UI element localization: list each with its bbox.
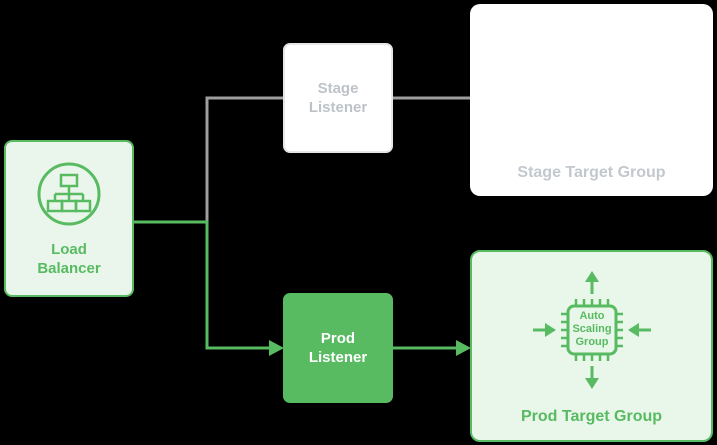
auto-scaling-group: Auto Scaling Group [532, 270, 652, 390]
scale-up-arrow-icon [585, 271, 599, 294]
prod-listener-label: Prod Listener [308, 329, 368, 367]
stage-target-group-node: Stage Target Group [470, 4, 713, 196]
stage-listener-label: Stage Listener [308, 79, 368, 117]
stage-listener-node: Stage Listener [283, 43, 393, 153]
lb-to-stage-listener-line [205, 96, 283, 222]
prod-target-group-label: Prod Target Group [520, 408, 663, 425]
scale-in-left-arrow-icon [533, 323, 556, 337]
auto-scaling-chip-icon [533, 271, 651, 389]
load-balancer-icon [33, 158, 105, 235]
scale-down-arrow-icon [585, 366, 599, 389]
prod-listener-to-prod-target-arrowhead-icon [456, 340, 471, 356]
auto-scaling-group-label: Auto Scaling Group [572, 310, 612, 348]
stage-target-group-label: Stage Target Group [517, 164, 666, 181]
prod-target-group-node: Auto Scaling Group Prod Target Group [470, 250, 713, 442]
load-balancer-node: Load Balancer [4, 140, 134, 297]
lb-to-prod-listener-line [134, 220, 269, 350]
lb-to-prod-listener-arrowhead-icon [269, 340, 284, 356]
prod-listener-node: Prod Listener [283, 293, 393, 403]
scale-in-right-arrow-icon [628, 323, 651, 337]
load-balancer-label: Load Balancer [37, 241, 101, 277]
